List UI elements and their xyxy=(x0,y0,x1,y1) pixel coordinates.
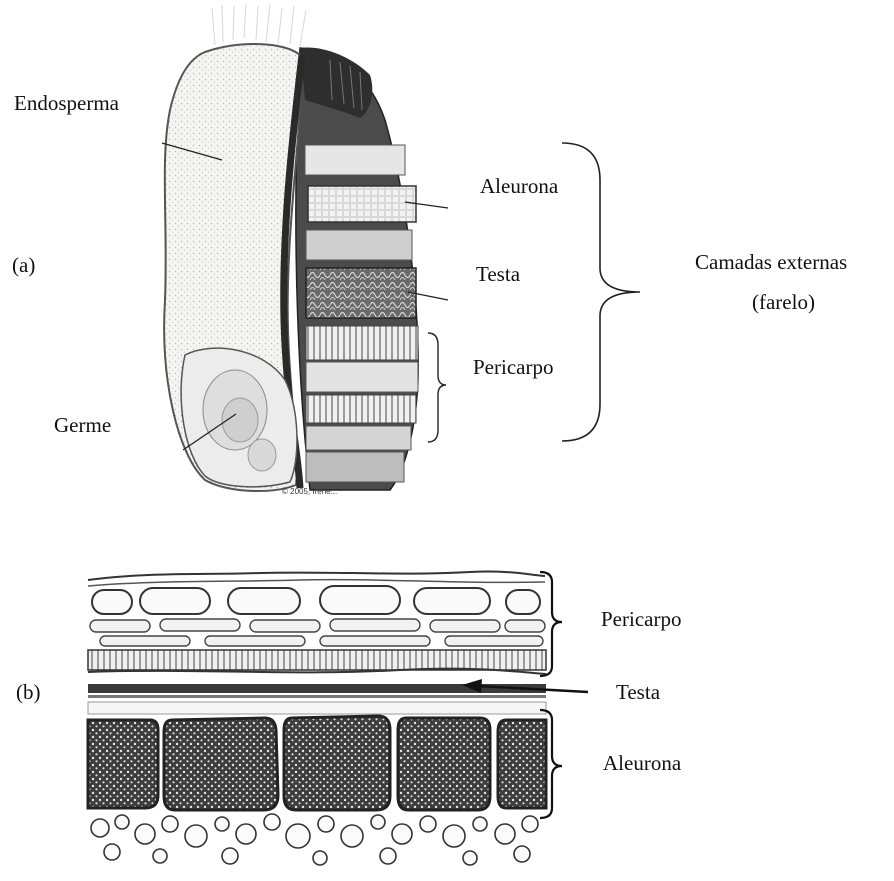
label-testa-a: Testa xyxy=(476,264,520,285)
pericarpo-brace-a xyxy=(428,333,446,442)
cross-section-drawing xyxy=(88,572,546,865)
label-pericarpo-b: Pericarpo xyxy=(601,609,681,630)
label-aleurona-b: Aleurona xyxy=(603,753,681,774)
panel-label-a: (a) xyxy=(12,255,35,276)
camadas-externas-brace xyxy=(562,143,640,441)
label-testa-b: Testa xyxy=(616,682,660,703)
label-camadas-externas: Camadas externas xyxy=(695,252,847,273)
label-pericarpo-a: Pericarpo xyxy=(473,357,553,378)
label-aleurona-a: Aleurona xyxy=(480,176,558,197)
label-germe: Germe xyxy=(54,415,111,436)
kernel-drawing: © 2005, Irene... xyxy=(164,4,418,496)
label-farelo: (farelo) xyxy=(752,292,815,313)
panel-label-b: (b) xyxy=(16,682,41,703)
credit-text: © 2005, Irene... xyxy=(282,487,337,496)
label-endosperma: Endosperma xyxy=(14,93,119,114)
